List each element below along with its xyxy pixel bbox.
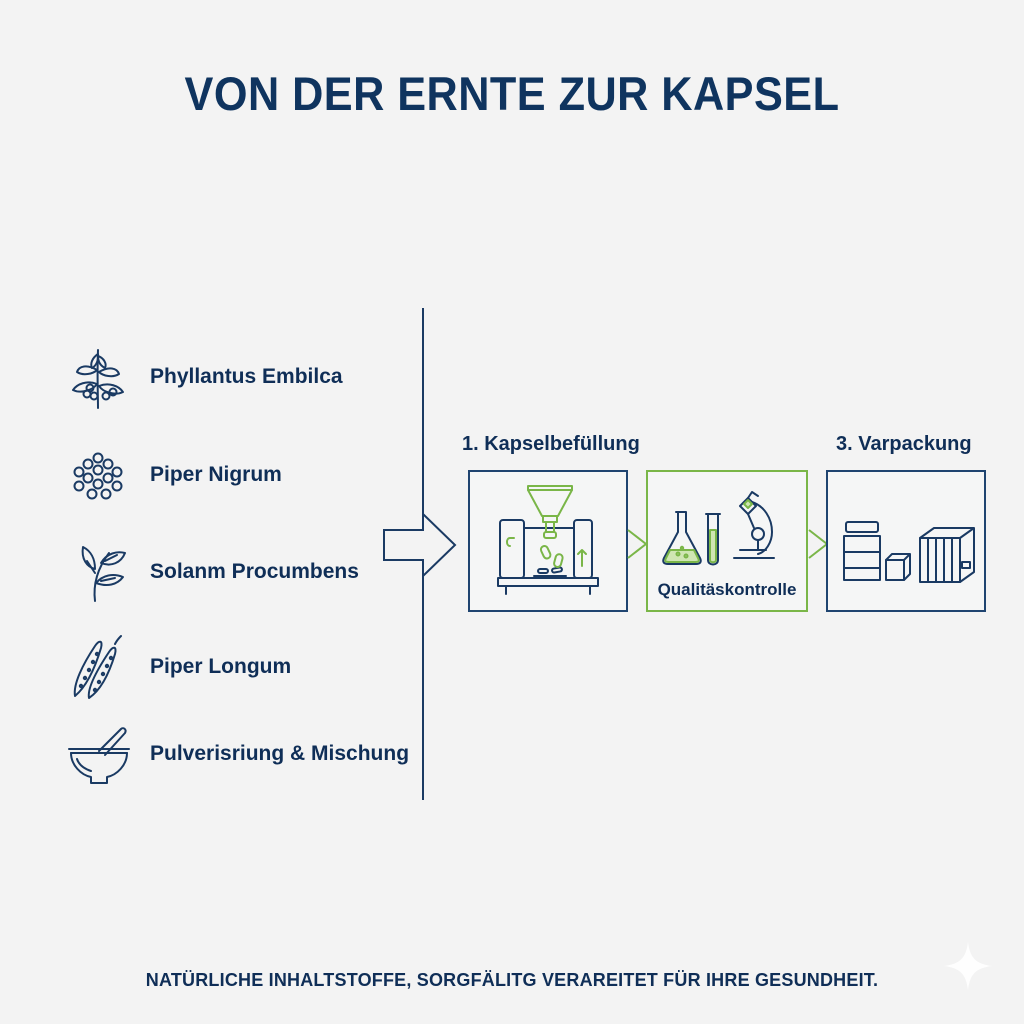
lab-glassware-microscope-icon (662, 491, 775, 566)
ingredient-label: Phyllantus Embilca (150, 365, 343, 388)
sparkle-icon (942, 940, 994, 997)
step-caption-qualitaetskontrolle: Qualitäskontrolle (657, 580, 797, 599)
ingredient-label: Piper Longum (150, 655, 292, 678)
capsule-filling-machine-icon (497, 485, 599, 595)
ingredient-item-phyllantus: Phyllantus Embilca (64, 342, 343, 412)
amla-branch-icon (64, 342, 132, 412)
step-box-kapselbefuellung (468, 470, 628, 612)
long-pepper-icon (64, 632, 132, 702)
ingredient-item-piper-nigrum: Piper Nigrum (64, 440, 282, 510)
footer-tagline: NATÜRLICHE INHALTSTOFFE, SORGFÄLITG VERA… (145, 970, 879, 990)
ingredient-item-solanum: Solanm Procumbens (64, 537, 359, 607)
peppercorns-icon (64, 440, 132, 510)
step-label-kapselbefuellung: 1. Kapselbefüllung (462, 433, 640, 455)
page-title: VON DER ERNTE ZUR KAPSEL (184, 67, 840, 120)
leaf-sprig-icon (64, 537, 132, 607)
step-box-verpackung (826, 470, 986, 612)
ingredient-label: Piper Nigrum (150, 463, 282, 486)
ingredient-item-piper-longum: Piper Longum (64, 632, 291, 702)
ingredient-item-pulverisierung: Pulverisriung & Mischung (64, 719, 409, 789)
ingredient-label: Pulverisriung & Mischung (150, 742, 410, 765)
packaging-boxes-icon (843, 521, 975, 583)
step-label-verpackung: 3. Varpackung (836, 433, 972, 455)
step-box-qualitaetskontrolle: Qualitäskontrolle (646, 470, 808, 612)
mortar-pestle-icon (64, 719, 132, 789)
flow-arrow-icon (383, 511, 459, 583)
ingredient-label: Solanm Procumbens (150, 560, 359, 583)
